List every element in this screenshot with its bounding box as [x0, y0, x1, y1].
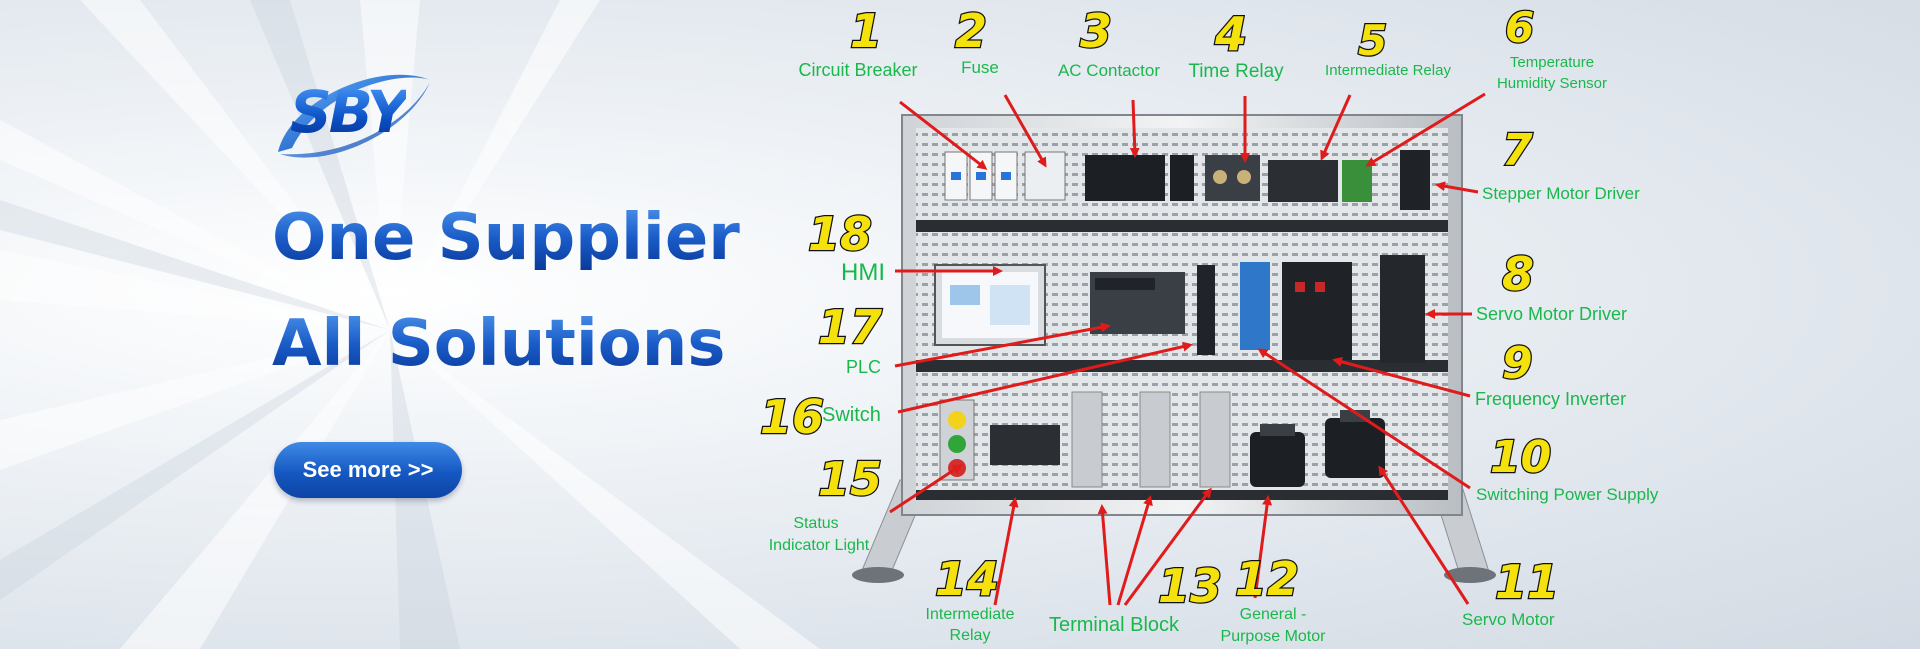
- label-switching-power-supply: Switching Power Supply: [1476, 485, 1659, 504]
- number-17: 17: [818, 300, 882, 354]
- arrow-1: [899, 100, 988, 170]
- callout-numbers: 1 2 3 4 5 6 7 8 9 10 11 12 13 14 15 16 1…: [759, 2, 1561, 615]
- stepper-driver-box: [1400, 150, 1430, 210]
- number-18: 18: [808, 207, 872, 261]
- control-panel-image: [852, 114, 1496, 583]
- label-intermediate: Intermediate: [926, 606, 1015, 623]
- plc-unit: [1090, 272, 1185, 334]
- number-15: 15: [818, 452, 882, 506]
- component-labels: Circuit Breaker Fuse AC Contactor Time R…: [769, 54, 1659, 645]
- number-4: 4: [1214, 7, 1247, 61]
- label-status: Status: [793, 515, 838, 532]
- arrow-16: [897, 341, 1193, 414]
- arrow-3: [1129, 99, 1140, 158]
- headline-line-1: One Supplier: [272, 201, 740, 275]
- label-humidity-sensor: Humidity Sensor: [1497, 75, 1607, 92]
- number-13: 13: [1158, 559, 1222, 613]
- label-general: General -: [1240, 606, 1307, 623]
- brand-logo[interactable]: SBY: [270, 60, 440, 170]
- logo-wordmark: SBY: [290, 78, 409, 146]
- label-purpose-motor: Purpose Motor: [1221, 628, 1327, 645]
- general-motor: [1250, 424, 1305, 487]
- servo-motor: [1325, 410, 1385, 478]
- number-2: 2: [955, 4, 987, 58]
- network-switch: [1197, 265, 1215, 355]
- number-10: 10: [1490, 432, 1551, 483]
- number-6: 6: [1505, 3, 1534, 52]
- label-intermediate-relay-top: Intermediate Relay: [1325, 62, 1451, 79]
- number-5: 5: [1358, 16, 1387, 65]
- arrow-15: [889, 464, 963, 514]
- number-3: 3: [1080, 4, 1112, 58]
- arrow-11: [1378, 465, 1470, 605]
- headline-line-2: All Solutions: [272, 307, 726, 381]
- label-indicator-light: Indicator Light: [769, 537, 870, 554]
- arrow-12: [1253, 495, 1273, 599]
- label-switch: Switch: [822, 404, 881, 426]
- intermediate-relays-top: [1268, 160, 1372, 202]
- arrow-2: [1003, 94, 1047, 168]
- arrow-7: [1435, 181, 1479, 194]
- number-8: 8: [1502, 247, 1534, 301]
- label-stepper-motor-driver: Stepper Motor Driver: [1482, 184, 1640, 203]
- callout-arrows: [889, 92, 1486, 606]
- time-relays: [1205, 155, 1260, 201]
- number-11: 11: [1495, 555, 1559, 609]
- number-14: 14: [935, 552, 999, 606]
- label-frequency-inverter: Frequency Inverter: [1475, 389, 1626, 409]
- arrow-5: [1320, 94, 1352, 161]
- label-fuse: Fuse: [961, 58, 999, 77]
- arrow-14: [993, 497, 1019, 606]
- terminal-blocks: [1071, 391, 1231, 488]
- number-1: 1: [850, 4, 882, 58]
- label-relay: Relay: [950, 627, 991, 644]
- label-time-relay: Time Relay: [1188, 61, 1284, 82]
- ac-contactors: [1085, 155, 1194, 201]
- label-servo-motor-driver: Servo Motor Driver: [1476, 304, 1627, 324]
- frequency-inverter: [1282, 262, 1352, 360]
- number-12: 12: [1235, 552, 1299, 606]
- servo-driver: [1380, 255, 1425, 363]
- label-terminal-block: Terminal Block: [1049, 614, 1180, 636]
- label-circuit-breaker: Circuit Breaker: [798, 60, 917, 80]
- hmi-screen: [934, 264, 1046, 346]
- arrow-10: [1257, 348, 1471, 490]
- arrow-17: [894, 322, 1111, 368]
- arrow-13c: [1123, 487, 1212, 606]
- switching-power-supply: [1240, 262, 1270, 350]
- label-hmi: HMI: [841, 259, 885, 286]
- label-plc: PLC: [846, 357, 881, 377]
- fuses: [1024, 151, 1066, 201]
- arrow-13a: [1097, 504, 1112, 606]
- arrow-9: [1332, 356, 1471, 398]
- logo-swoosh-icon: [278, 74, 430, 158]
- circuit-breakers: [944, 151, 1018, 201]
- label-ac-contactor: AC Contactor: [1058, 61, 1160, 80]
- number-16: 16: [760, 390, 824, 444]
- intermediate-relays-bottom: [990, 425, 1060, 465]
- number-7: 7: [1502, 125, 1533, 176]
- label-servo-motor: Servo Motor: [1462, 610, 1555, 629]
- arrow-13b: [1116, 495, 1153, 606]
- arrow-6: [1365, 92, 1486, 167]
- number-9: 9: [1502, 338, 1533, 389]
- see-more-button[interactable]: See more >>: [274, 442, 462, 498]
- label-temperature: Temperature: [1510, 54, 1594, 71]
